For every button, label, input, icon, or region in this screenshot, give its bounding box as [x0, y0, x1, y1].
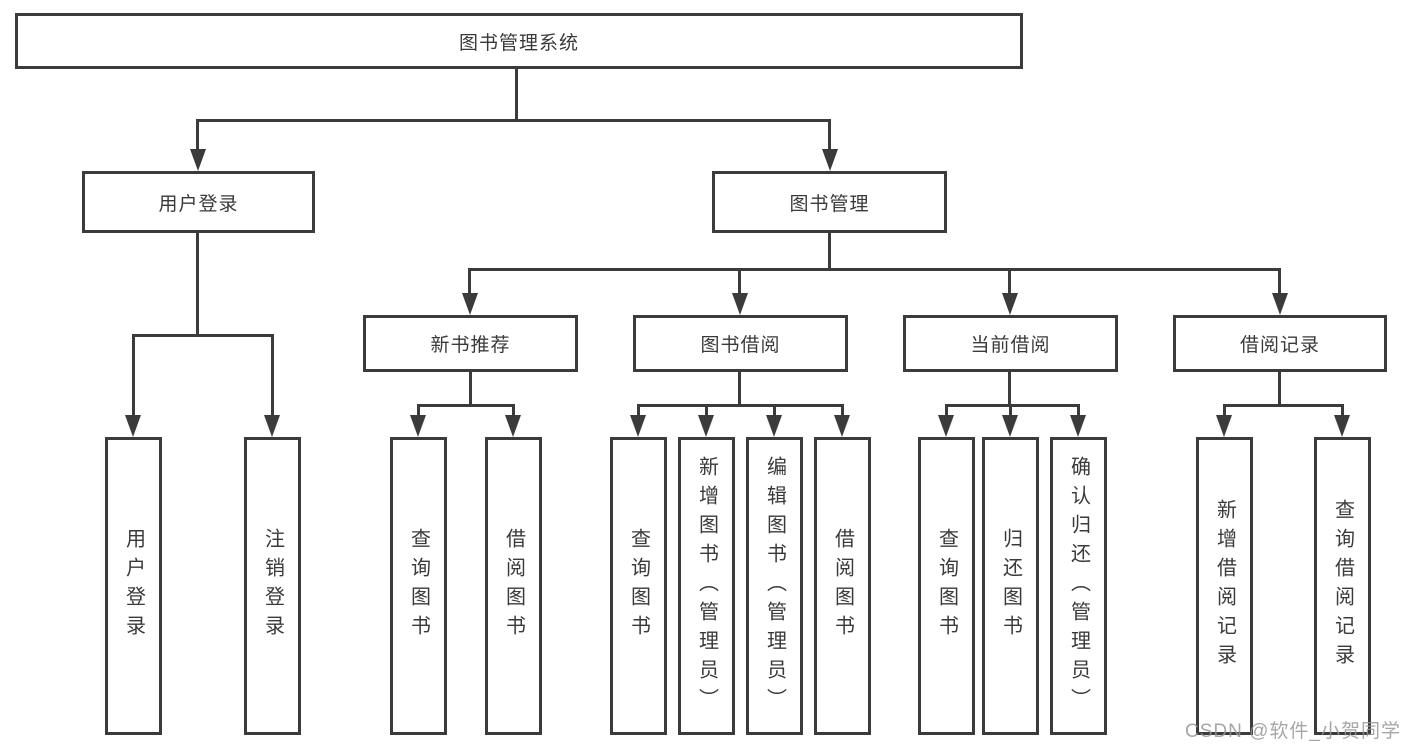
arrow-to-leaf-user-logout [264, 415, 280, 437]
node-current-borrowing-label: 当前借阅 [970, 335, 1051, 356]
leaf-borrow-edit-books-admin-label: 编辑图书（管理员） [763, 455, 786, 717]
connector-borrow-records-rail [1223, 404, 1343, 407]
connector-to-borrow-records [1278, 268, 1281, 296]
arrow-to-leaf-rec-query [1334, 415, 1350, 437]
connector-to-leaf-rec-query [1341, 404, 1344, 420]
node-book-borrowing: 图书借阅 [633, 315, 848, 372]
arrow-to-current-borrowing [1002, 293, 1018, 315]
leaf-newbook-borrow-books: 借阅图书 [485, 437, 542, 735]
node-new-book-recommend-label: 新书推荐 [430, 335, 511, 356]
node-book-borrowing-label: 图书借阅 [700, 335, 781, 356]
leaf-current-confirm-return-admin-label: 确认归还（管理员） [1067, 455, 1090, 717]
connector-new-book-rail [417, 404, 515, 407]
arrow-to-leaf-cb-return [1002, 415, 1018, 437]
leaf-records-query-record: 查询借阅记录 [1314, 437, 1371, 735]
connector-root-rail [197, 119, 831, 122]
node-root-label: 图书管理系统 [458, 32, 579, 54]
arrow-to-leaf-cb-confirm [1070, 415, 1086, 437]
connector-book-management-rail [469, 268, 1281, 271]
connector-to-leaf-bb-borrow [841, 404, 844, 420]
connector-to-book-borrowing [738, 268, 741, 296]
csdn-watermark: CSDN @软件_小贺同学 [1185, 721, 1401, 742]
connector-to-leaf-bb-edit [773, 404, 776, 420]
node-borrow-records: 借阅记录 [1173, 315, 1387, 372]
arrow-to-book-borrowing [732, 293, 748, 315]
arrow-to-leaf-rec-add [1216, 415, 1232, 437]
connector-new-book-stem [469, 372, 472, 407]
node-current-borrowing: 当前借阅 [903, 315, 1118, 372]
arrow-to-leaf-bb-borrow [834, 415, 850, 437]
connector-to-leaf-cb-query [945, 404, 948, 420]
arrow-to-leaf-bb-edit [766, 415, 782, 437]
leaf-current-return-books: 归还图书 [982, 437, 1039, 735]
connector-user-login-rail [132, 334, 274, 337]
arrow-to-leaf-bb-query [630, 415, 646, 437]
leaf-borrow-query-books: 查询图书 [610, 437, 667, 735]
leaf-borrow-query-books-label: 查询图书 [627, 528, 650, 644]
connector-root-to-book-management [828, 119, 831, 155]
connector-to-leaf-cb-confirm [1077, 404, 1080, 420]
leaf-user-logout-label: 注销登录 [261, 528, 284, 644]
leaf-newbook-borrow-books-label: 借阅图书 [502, 528, 525, 644]
arrow-to-book-management [822, 149, 838, 171]
arrow-to-new-book-recommend [462, 293, 478, 315]
leaf-newbook-query-books-label: 查询图书 [407, 528, 430, 644]
leaf-user-logout: 注销登录 [244, 437, 301, 735]
arrow-to-leaf-bb-add [698, 415, 714, 437]
connector-root-to-user-login [196, 119, 199, 155]
node-user-login: 用户登录 [82, 171, 315, 233]
connector-to-leaf-user-logout [271, 334, 274, 420]
node-book-management-label: 图书管理 [789, 193, 870, 215]
connector-current-borrowing-stem [1008, 372, 1011, 407]
connector-root-stem [515, 69, 518, 121]
connector-book-borrowing-rail [637, 404, 844, 407]
connector-user-login-stem [196, 233, 199, 336]
arrow-to-leaf-cb-query [938, 415, 954, 437]
connector-to-leaf-rec-add [1223, 404, 1226, 420]
leaf-borrow-borrow-books-label: 借阅图书 [831, 528, 854, 644]
arrow-to-borrow-records [1272, 293, 1288, 315]
connector-to-current-borrowing [1008, 268, 1011, 296]
node-book-management: 图书管理 [712, 171, 947, 233]
connector-borrow-records-stem [1278, 372, 1281, 407]
arrow-to-leaf-nb-query [410, 415, 426, 437]
leaf-records-add-record-label: 新增借阅记录 [1213, 499, 1236, 673]
arrow-to-leaf-user-login [125, 415, 141, 437]
leaf-borrow-edit-books-admin: 编辑图书（管理员） [746, 437, 803, 735]
leaf-user-login: 用户登录 [105, 437, 162, 735]
leaf-current-query-books-label: 查询图书 [935, 528, 958, 644]
leaf-user-login-label: 用户登录 [122, 528, 145, 644]
arrow-to-user-login [190, 149, 206, 171]
connector-to-leaf-user-login [132, 334, 135, 420]
arrow-to-leaf-nb-borrow [505, 415, 521, 437]
connector-to-leaf-nb-query [417, 404, 420, 420]
leaf-records-add-record: 新增借阅记录 [1196, 437, 1253, 735]
connector-to-leaf-bb-query [637, 404, 640, 420]
node-user-login-label: 用户登录 [158, 193, 239, 215]
node-new-book-recommend: 新书推荐 [363, 315, 578, 372]
connector-book-management-stem [828, 233, 831, 270]
connector-current-borrowing-rail [945, 404, 1079, 407]
connector-book-borrowing-stem [738, 372, 741, 407]
node-root: 图书管理系统 [15, 13, 1023, 69]
leaf-newbook-query-books: 查询图书 [390, 437, 447, 735]
leaf-current-confirm-return-admin: 确认归还（管理员） [1050, 437, 1107, 735]
leaf-borrow-borrow-books: 借阅图书 [814, 437, 871, 735]
node-borrow-records-label: 借阅记录 [1239, 335, 1320, 356]
leaf-records-query-record-label: 查询借阅记录 [1331, 499, 1354, 673]
leaf-borrow-add-books-admin: 新增图书（管理员） [678, 437, 735, 735]
leaf-current-query-books: 查询图书 [918, 437, 975, 735]
connector-to-new-book-recommend [468, 268, 471, 296]
connector-to-leaf-nb-borrow [512, 404, 515, 420]
connector-to-leaf-cb-return [1009, 404, 1012, 420]
connector-to-leaf-bb-add [705, 404, 708, 420]
leaf-current-return-books-label: 归还图书 [999, 528, 1022, 644]
leaf-borrow-add-books-admin-label: 新增图书（管理员） [695, 455, 718, 717]
